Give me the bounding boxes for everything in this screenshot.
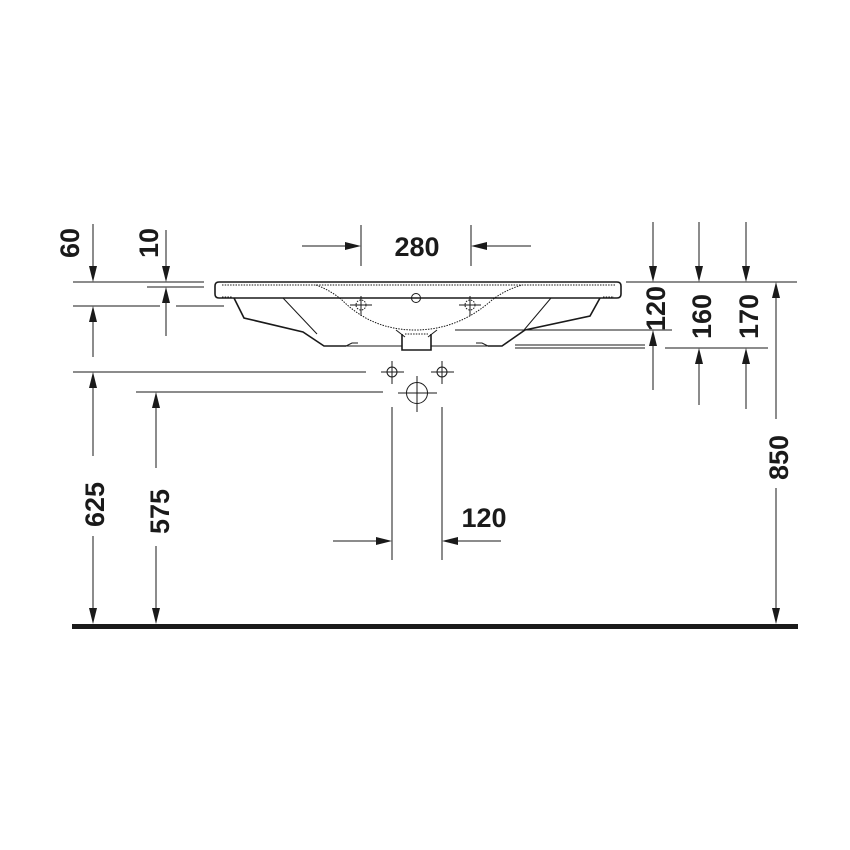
dimension-label-depth-120: 120 [641, 286, 671, 331]
dimension-575: 575 [145, 392, 175, 624]
dimension-label-850: 850 [764, 435, 794, 480]
water-connection-left-icon [381, 361, 404, 384]
reference-lines [73, 281, 797, 560]
dimension-10: 10 [134, 228, 170, 336]
dimension-170: 170 [734, 222, 764, 409]
tap-hole-left-icon [350, 296, 372, 316]
dimension-label-280: 280 [394, 232, 439, 262]
dimension-label-waste-120: 120 [461, 503, 506, 533]
washbasin-outline [214, 281, 622, 351]
dimension-625: 625 [80, 372, 110, 624]
floor-line [72, 624, 798, 629]
dimension-label-10: 10 [134, 228, 164, 258]
dimension-280: 280 [302, 225, 531, 266]
dimension-850: 850 [764, 282, 794, 624]
tap-hole-right-icon [459, 296, 481, 316]
dimension-label-60: 60 [55, 228, 85, 258]
dimension-60: 60 [55, 224, 97, 357]
dimension-depth-120: 120 [641, 222, 671, 390]
dimension-label-160: 160 [687, 294, 717, 339]
dimension-160: 160 [687, 222, 717, 405]
waste-connection-icon [398, 376, 437, 412]
dimension-label-625: 625 [80, 482, 110, 527]
water-connection-right-icon [431, 361, 454, 384]
dimension-waste-120: 120 [333, 503, 507, 545]
dimension-label-170: 170 [734, 294, 764, 339]
dimension-label-575: 575 [145, 489, 175, 534]
